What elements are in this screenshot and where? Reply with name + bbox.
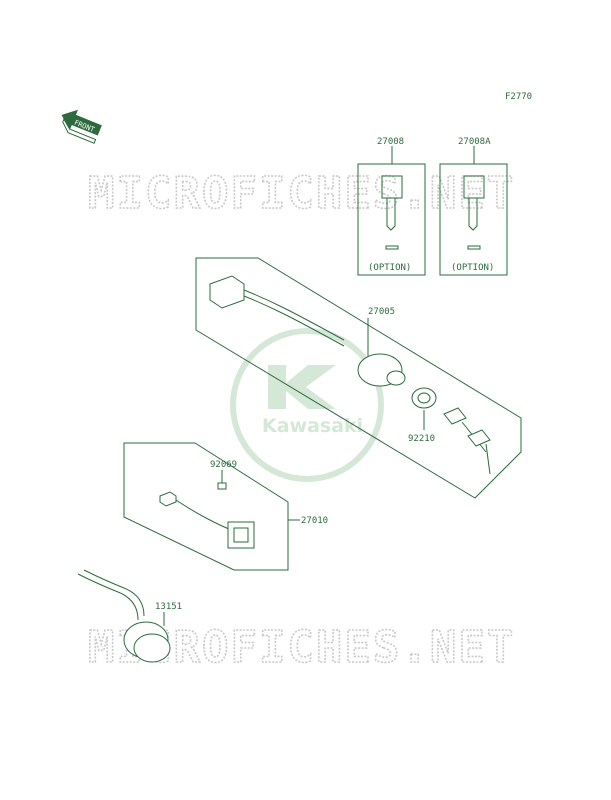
watermark-top: MICROFICHES.NET — [88, 168, 515, 219]
callout-27008: 27008 — [377, 137, 404, 147]
callout-92210: 92210 — [408, 434, 435, 444]
callout-27010: 27010 — [301, 516, 328, 526]
option-note-1: (OPTION) — [368, 263, 411, 273]
switch-box-assembly — [123, 442, 300, 571]
meter-13151 — [77, 569, 171, 663]
option-note-2: (OPTION) — [451, 263, 494, 273]
callout-27008a: 27008A — [458, 137, 491, 147]
callout-92069: 92069 — [210, 460, 237, 470]
figure-code: F2770 — [505, 92, 532, 102]
front-arrow-icon: FRONT — [61, 109, 102, 144]
ignition-switch-assembly — [195, 257, 522, 499]
logo-text: Kawasaki — [262, 415, 363, 437]
callout-27005: 27005 — [368, 307, 395, 317]
callout-13151: 13151 — [155, 602, 182, 612]
option-key-box-2 — [439, 146, 508, 276]
option-key-box-1 — [357, 146, 426, 276]
kawasaki-logo: Kawasaki — [230, 328, 384, 482]
